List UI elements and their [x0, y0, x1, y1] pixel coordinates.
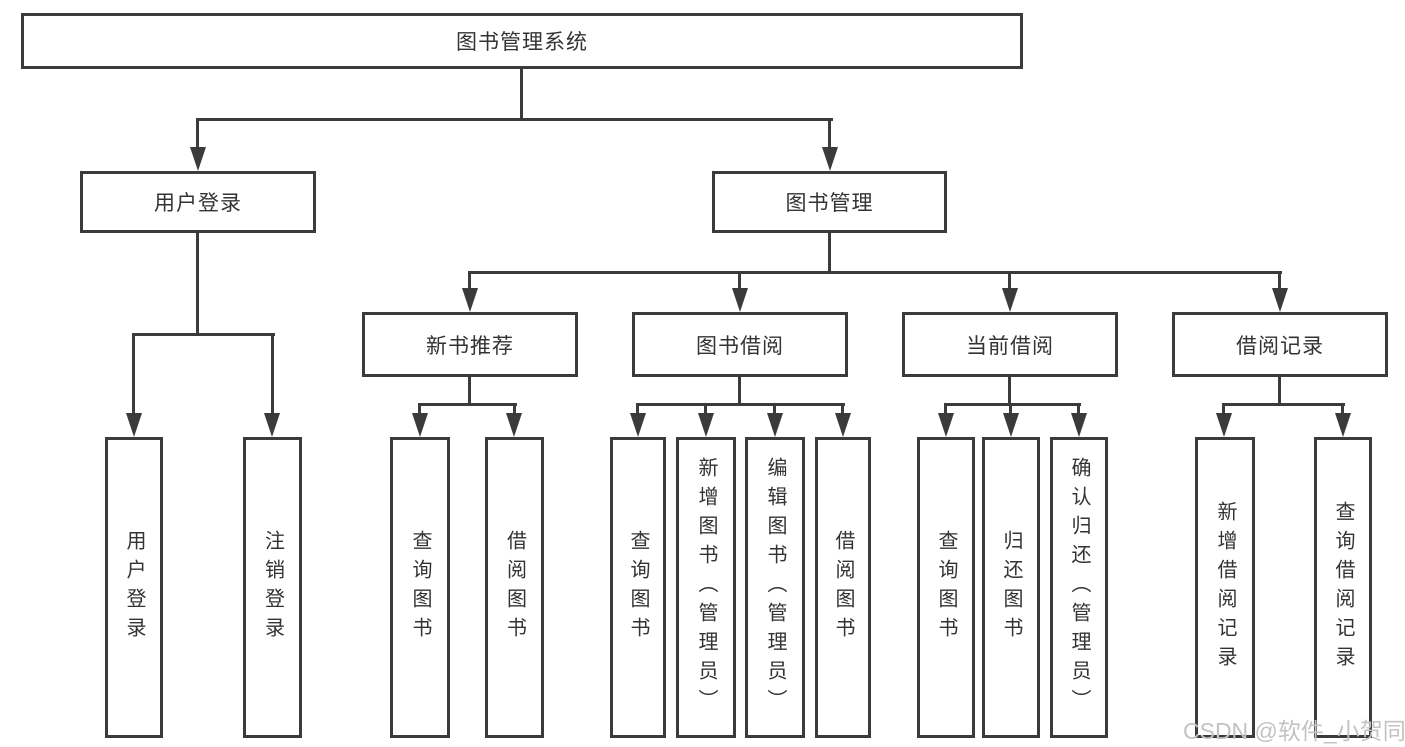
- arrow-down-icon: [412, 413, 428, 437]
- connector-line: [1008, 274, 1011, 290]
- connector-line: [196, 233, 199, 335]
- connector-line: [828, 121, 831, 149]
- arrow-down-icon: [1272, 288, 1288, 312]
- arrow-down-icon: [732, 288, 748, 312]
- connector-line: [704, 406, 707, 415]
- watermark-text: CSDN @软件_小贺同学: [1183, 718, 1405, 744]
- leaf-box-borrow-books-borrowing: 借阅图书: [815, 437, 871, 738]
- arrow-down-icon: [1071, 413, 1087, 437]
- connector-line: [271, 336, 274, 415]
- connector-line: [1278, 274, 1281, 290]
- arrow-down-icon: [190, 147, 206, 171]
- arrow-down-icon: [462, 288, 478, 312]
- connector-line: [636, 406, 639, 415]
- connector-line: [738, 377, 741, 405]
- connector-line: [828, 233, 831, 273]
- connector-line: [841, 406, 844, 415]
- connector-line: [1341, 406, 1344, 415]
- connector-line: [738, 274, 741, 290]
- arrow-down-icon: [506, 413, 522, 437]
- arrow-down-icon: [938, 413, 954, 437]
- connector-line: [636, 403, 845, 406]
- leaf-box-confirm-return-admin: 确认归还（管理员）: [1050, 437, 1108, 738]
- arrow-down-icon: [630, 413, 646, 437]
- arrow-down-icon: [835, 413, 851, 437]
- connector-line: [418, 403, 517, 406]
- leaf-box-borrow-books-newrec: 借阅图书: [485, 437, 544, 738]
- arrow-down-icon: [698, 413, 714, 437]
- root-box: 图书管理系统: [21, 13, 1023, 69]
- level2-box-user-login: 用户登录: [80, 171, 316, 233]
- arrow-down-icon: [767, 413, 783, 437]
- leaf-box-user-login: 用户登录: [105, 437, 163, 738]
- connector-line: [944, 406, 947, 415]
- connector-line: [1008, 377, 1011, 405]
- connector-line: [520, 69, 523, 121]
- connector-line: [1009, 406, 1012, 415]
- level3-box-borrow-records: 借阅记录: [1172, 312, 1388, 377]
- connector-line: [468, 274, 471, 290]
- connector-line: [1077, 406, 1080, 415]
- connector-line: [196, 118, 833, 121]
- leaf-box-query-books-current: 查询图书: [917, 437, 975, 738]
- level3-box-new-book-recommend: 新书推荐: [362, 312, 578, 377]
- leaf-box-return-books: 归还图书: [982, 437, 1040, 738]
- leaf-box-logout: 注销登录: [243, 437, 302, 738]
- arrow-down-icon: [264, 413, 280, 437]
- connector-line: [513, 406, 516, 415]
- connector-line: [773, 406, 776, 415]
- arrow-down-icon: [822, 147, 838, 171]
- connector-line: [132, 333, 275, 336]
- connector-line: [1222, 403, 1345, 406]
- level3-box-book-borrowing: 图书借阅: [632, 312, 848, 377]
- connector-line: [468, 271, 1282, 274]
- connector-line: [468, 377, 471, 405]
- connector-line: [1278, 377, 1281, 405]
- connector-line: [132, 336, 135, 415]
- level3-box-current-borrowing: 当前借阅: [902, 312, 1118, 377]
- leaf-box-add-books-admin: 新增图书（管理员）: [676, 437, 736, 738]
- level2-box-book-management: 图书管理: [712, 171, 947, 233]
- connector-line: [1222, 406, 1225, 415]
- connector-line: [944, 403, 1081, 406]
- connector-line: [196, 121, 199, 149]
- arrow-down-icon: [126, 413, 142, 437]
- arrow-down-icon: [1216, 413, 1232, 437]
- arrow-down-icon: [1002, 288, 1018, 312]
- leaf-box-add-borrow-record: 新增借阅记录: [1195, 437, 1255, 738]
- leaf-box-query-books-newrec: 查询图书: [390, 437, 450, 738]
- arrow-down-icon: [1335, 413, 1351, 437]
- connector-line: [418, 406, 421, 415]
- arrow-down-icon: [1003, 413, 1019, 437]
- leaf-box-edit-books-admin: 编辑图书（管理员）: [745, 437, 805, 738]
- leaf-box-query-books-borrowing: 查询图书: [610, 437, 666, 738]
- leaf-box-query-borrow-record: 查询借阅记录: [1314, 437, 1372, 738]
